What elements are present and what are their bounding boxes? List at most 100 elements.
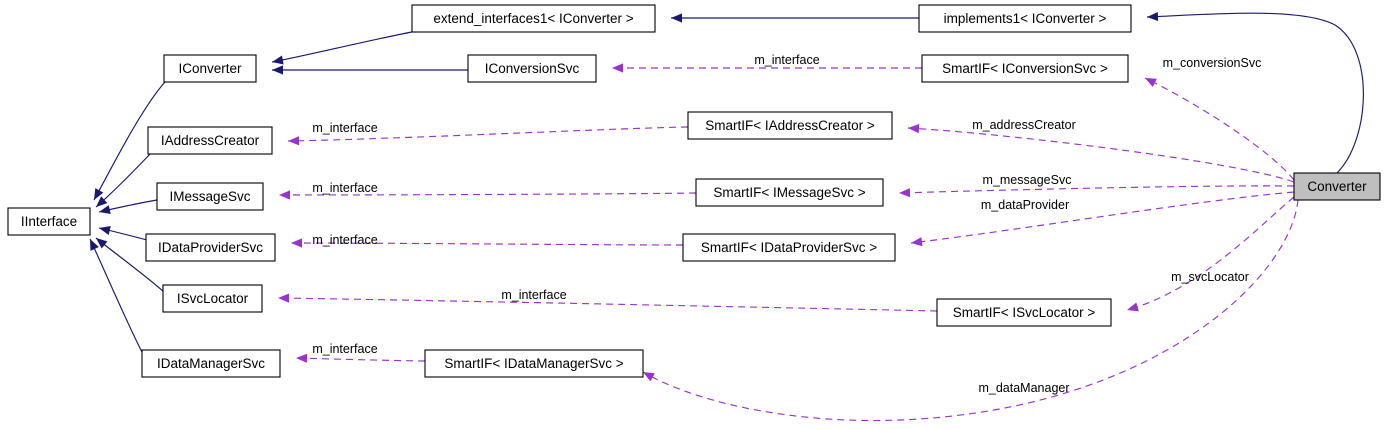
- edge-converter-to-smartif_imessagesvc: [898, 185, 1295, 194]
- arrowheads-layer: [90, 11, 1159, 382]
- node-label-converter: Converter: [1307, 179, 1367, 194]
- edge-converter-to-smartif_isvclocator: [1126, 196, 1295, 311]
- node-label-smartif_idataprovidersvc: SmartIF< IDataProviderSvc >: [701, 240, 877, 255]
- arrowhead-iinterface: [99, 205, 111, 215]
- node-box-isvclocator: [162, 284, 263, 313]
- lbl-m-interface-iconversionsvc: m_interface: [754, 53, 819, 67]
- arrowhead-implements1: [1147, 11, 1159, 22]
- lbl-m-datamanager: m_dataManager: [978, 381, 1069, 395]
- lbl-m-interface-svclocator: m_interface: [501, 288, 566, 302]
- node-label-iconverter: IConverter: [178, 61, 242, 76]
- arrowhead-smartif_iaddresscreator: [908, 124, 920, 134]
- node-box-iconverter: [163, 54, 257, 83]
- node-box-smartif_idatamanagersvc: [424, 349, 644, 378]
- lbl-m-conversionsvc: m_conversionSvc: [1163, 56, 1262, 70]
- node-label-smartif_imessagesvc: SmartIF< IMessageSvc >: [713, 185, 865, 200]
- lbl-m-dataprovider: m_dataProvider: [981, 198, 1069, 212]
- edge-converter-to-implements1: [1146, 12, 1364, 174]
- node-box-extend_interfaces1: [411, 4, 656, 33]
- node-smartif_idatamanagersvc[interactable]: SmartIF< IDataManagerSvc >: [424, 349, 644, 378]
- edge-smartif_imessagesvc-to-imessagesvc: [278, 192, 697, 196]
- node-smartif_iaddresscreator[interactable]: SmartIF< IAddressCreator >: [687, 111, 893, 140]
- node-box-smartif_iaddresscreator: [687, 111, 893, 140]
- edge-converter-to-smartif_iaddresscreator: [907, 127, 1295, 183]
- lbl-m-messagesvc: m_messageSvc: [983, 173, 1072, 187]
- arrowhead-iaddresscreator: [288, 136, 300, 146]
- lbl-m-svclocator: m_svcLocator: [1171, 270, 1249, 284]
- node-converter[interactable]: Converter: [1293, 172, 1381, 201]
- nodes-layer: IInterface IConverterIAddressCreatorIMess…: [7, 4, 1381, 378]
- edge-smartif_isvclocator-to-isvclocator: [277, 297, 938, 312]
- node-smartif_idataprovidersvc[interactable]: SmartIF< IDataProviderSvc >: [682, 233, 896, 262]
- node-box-imessagesvc: [156, 182, 264, 211]
- lbl-m-interface-dataprovidersvc: m_interface: [312, 233, 377, 247]
- arrowhead-iinterface: [96, 196, 108, 207]
- node-smartif_isvclocator[interactable]: SmartIF< ISvcLocator >: [936, 298, 1112, 327]
- node-label-iinterface: IInterface: [21, 214, 77, 229]
- arrowhead-imessagesvc: [279, 190, 291, 200]
- node-label-idataprovidersvc: IDataProviderSvc: [158, 240, 263, 255]
- edge-converter-to-smartif_idataprovidersvc: [910, 191, 1295, 244]
- arrowhead-smartif_imessagesvc: [899, 188, 911, 198]
- node-label-imessagesvc: IMessageSvc: [169, 189, 250, 204]
- arrowhead-smartif_isvclocator: [1127, 302, 1139, 312]
- node-idataprovidersvc[interactable]: IDataProviderSvc: [145, 233, 276, 262]
- edge-converter-to-smartif_idatamanagersvc: [642, 199, 1299, 422]
- node-extend_interfaces1[interactable]: extend_interfaces1< IConverter >: [411, 4, 656, 33]
- node-imessagesvc[interactable]: IMessageSvc: [156, 182, 264, 211]
- node-isvclocator[interactable]: ISvcLocator: [162, 284, 263, 313]
- node-box-idatamanagersvc: [141, 349, 281, 378]
- node-box-smartif_isvclocator: [936, 298, 1112, 327]
- node-smartif_imessagesvc[interactable]: SmartIF< IMessageSvc >: [695, 178, 884, 207]
- edge-smartif_iaddresscreator-to-iaddresscreator: [287, 126, 689, 142]
- node-label-implements1: implements1< IConverter >: [944, 11, 1107, 26]
- node-iinterface[interactable]: IInterface: [7, 207, 91, 236]
- lbl-m-interface-messagesvc: m_interface: [312, 181, 377, 195]
- node-iaddresscreator[interactable]: IAddressCreator: [147, 126, 273, 155]
- node-box-smartif_idataprovidersvc: [682, 233, 896, 262]
- lbl-m-interface-datamanagersvc: m_interface: [312, 342, 377, 356]
- arrowhead-iinterface: [90, 239, 99, 251]
- edge-converter-to-smartif_iconversionsvc: [1144, 77, 1295, 181]
- arrowhead-smartif_idataprovidersvc: [911, 237, 923, 247]
- node-label-iaddresscreator: IAddressCreator: [161, 133, 260, 148]
- node-label-extend_interfaces1: extend_interfaces1< IConverter >: [433, 11, 633, 26]
- edge-labels-layer: m_interface m_conversionSvc m_interface m_a…: [312, 53, 1261, 395]
- node-smartif_iconversionsvc[interactable]: SmartIF< IConversionSvc >: [921, 54, 1129, 83]
- node-idatamanagersvc[interactable]: IDataManagerSvc: [141, 349, 281, 378]
- node-box-idataprovidersvc: [145, 233, 276, 262]
- edges-layer: [89, 12, 1364, 422]
- arrowhead-iconverter: [272, 55, 284, 65]
- edge-extend_interfaces1-to-iconverter: [271, 31, 413, 63]
- arrowhead-iconverter: [272, 65, 283, 75]
- arrowhead-iinterface: [94, 188, 104, 200]
- node-box-iconversionsvc: [467, 54, 597, 83]
- node-label-smartif_isvclocator: SmartIF< ISvcLocator >: [953, 305, 1096, 320]
- edge-iconverter-to-iinterface: [93, 81, 166, 201]
- arrowhead-idataprovidersvc: [291, 238, 303, 248]
- node-box-smartif_imessagesvc: [695, 178, 884, 207]
- edge-smartif_idataprovidersvc-to-idataprovidersvc: [290, 242, 684, 246]
- arrowhead-smartif_idatamanagersvc: [643, 372, 655, 382]
- node-label-smartif_iaddresscreator: SmartIF< IAddressCreator >: [705, 118, 875, 133]
- edge-idatamanagersvc-to-iinterface: [89, 238, 145, 357]
- node-label-idatamanagersvc: IDataManagerSvc: [157, 356, 265, 371]
- node-box-implements1: [918, 4, 1132, 33]
- node-iconversionsvc[interactable]: IConversionSvc: [467, 54, 597, 83]
- node-label-smartif_idatamanagersvc: SmartIF< IDataManagerSvc >: [444, 356, 623, 371]
- edge-smartif_idatamanagersvc-to-idatamanagersvc: [295, 357, 426, 362]
- arrowhead-isvclocator: [278, 293, 290, 303]
- arrowhead-extend_interfaces1: [671, 13, 682, 23]
- node-label-isvclocator: ISvcLocator: [177, 291, 249, 306]
- lbl-m-interface-addresscreator: m_interface: [312, 121, 377, 135]
- node-label-smartif_iconversionsvc: SmartIF< IConversionSvc >: [942, 61, 1108, 76]
- node-implements1[interactable]: implements1< IConverter >: [918, 4, 1132, 33]
- node-box-iinterface: [7, 207, 91, 236]
- node-iconverter[interactable]: IConverter: [163, 54, 257, 83]
- lbl-m-addresscreator: m_addressCreator: [972, 118, 1076, 132]
- arrowhead-iinterface: [99, 226, 111, 235]
- node-box-iaddresscreator: [147, 126, 273, 155]
- arrowhead-iconversionsvc: [612, 63, 623, 73]
- node-box-converter: [1293, 172, 1381, 201]
